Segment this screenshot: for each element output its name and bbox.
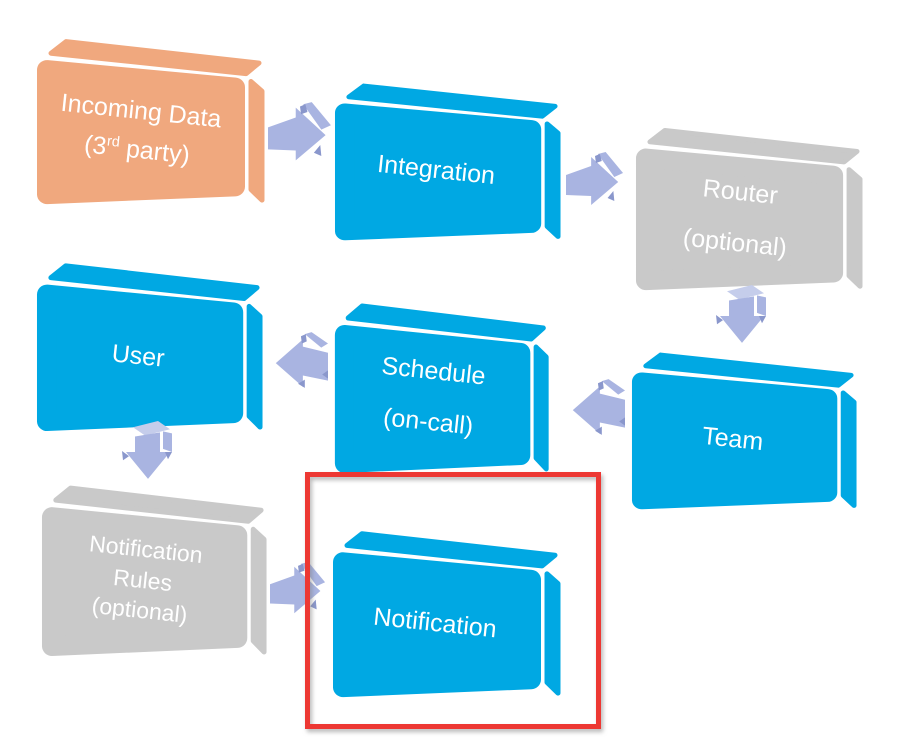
flow-arrow-user-to-notification-rules (118, 420, 178, 482)
label-line: User (110, 339, 167, 373)
node-user: User (35, 251, 265, 435)
node-notification-rules: Notification Rules (optional) (40, 473, 269, 660)
node-integration-label: Integration (329, 93, 544, 248)
flow-arrow-schedule-to-user (270, 329, 328, 391)
arrow-right-icon (268, 101, 332, 167)
highlight-box-notification (305, 472, 601, 729)
label-line: Team (701, 421, 765, 457)
label-line: Schedule (380, 352, 488, 391)
arrow-down-icon (118, 420, 178, 482)
node-incoming-data-label: Incoming Data (3rd party) (30, 49, 248, 211)
arrow-down-icon (712, 284, 772, 346)
node-notification-rules-label: Notification Rules (optional) (35, 497, 251, 663)
node-integration: Integration (333, 72, 563, 244)
flow-arrow-integration-to-router (566, 151, 624, 211)
node-incoming-data: Incoming Data (3rd party) (35, 27, 267, 208)
arrow-left-icon (270, 329, 328, 391)
flow-arrow-router-to-team (712, 284, 772, 346)
label-line: (optional) (90, 591, 189, 628)
flow-arrow-incoming-to-integration (268, 101, 332, 167)
label-line: Incoming Data (59, 88, 224, 133)
arrow-left-icon (567, 376, 625, 438)
node-team-label: Team (626, 362, 840, 517)
arrow-right-icon (566, 151, 624, 211)
node-team: Team (630, 341, 859, 513)
node-router-label: Router (optional) (630, 138, 847, 297)
label-line: (3rd party) (83, 130, 192, 170)
label-line: Router (701, 173, 780, 210)
flow-arrow-team-to-schedule (567, 376, 625, 438)
node-user-label: User (30, 274, 246, 438)
label-line: (optional) (681, 223, 789, 263)
label-line: (on-call) (382, 403, 475, 442)
node-schedule-label: Schedule (on-call) (328, 315, 534, 479)
node-router: Router (optional) (634, 116, 865, 294)
label-line: Integration (376, 149, 497, 191)
node-schedule: Schedule (on-call) (333, 291, 551, 477)
